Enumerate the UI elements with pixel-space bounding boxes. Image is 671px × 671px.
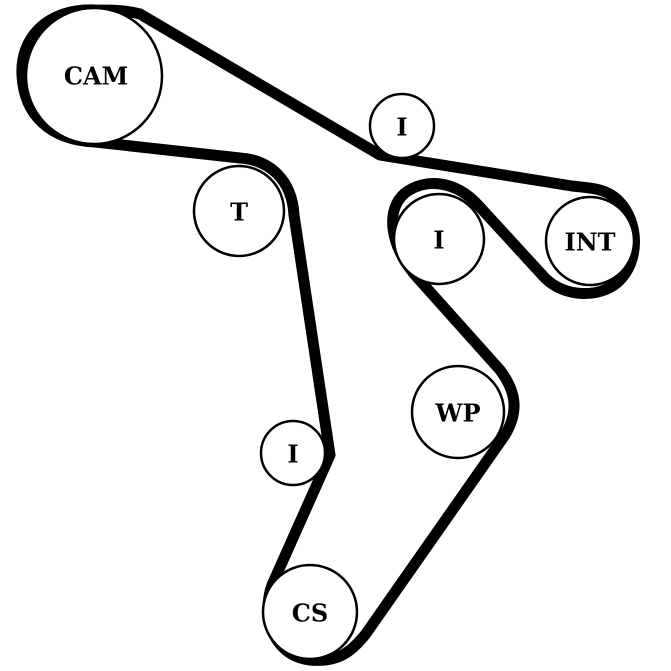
pulley-water-pump-label: WP	[435, 399, 481, 428]
pulley-intermediate: INT	[544, 195, 636, 287]
pulley-cam: CAM	[24, 6, 164, 146]
pulley-intermediate-label: INT	[564, 228, 615, 257]
pulley-idler-lower-label: I	[287, 440, 298, 469]
pulley-water-pump: WP	[410, 364, 506, 460]
pulley-idler-top: I	[368, 92, 436, 160]
pulley-tensioner: T	[192, 164, 286, 258]
pulley-idler-lower: I	[259, 419, 327, 487]
pulley-tensioner-label: T	[230, 198, 248, 227]
pulley-crankshaft-label: CS	[292, 599, 328, 628]
pulley-idler-inner-label: I	[433, 226, 444, 255]
pulley-idler-top-label: I	[396, 113, 407, 142]
pulley-idler-inner: I	[392, 192, 486, 286]
pulley-crankshaft: CS	[261, 563, 359, 661]
pulley-cam-label: CAM	[64, 62, 128, 91]
